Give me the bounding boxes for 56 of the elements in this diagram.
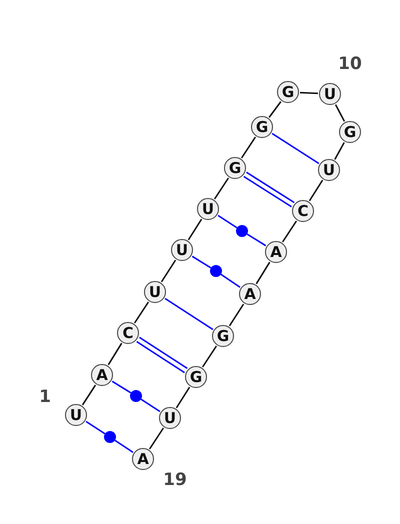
nucleotide-circle: G <box>185 366 207 388</box>
backbone-line <box>160 260 176 282</box>
nucleotide-circle: U <box>318 159 340 181</box>
base-pair-line <box>86 420 106 434</box>
backbone-line <box>214 178 230 200</box>
base-pair-line <box>192 256 212 268</box>
nucleotide-circle: A <box>132 448 154 470</box>
pair-dot <box>236 225 248 237</box>
backbone-line <box>82 384 96 406</box>
position-number: 10 <box>338 54 362 74</box>
position-number: 1 <box>39 387 51 407</box>
backbone-line <box>188 218 202 240</box>
backbone-line <box>134 302 150 324</box>
nucleotide-circle: C <box>117 322 139 344</box>
nucleotide-circle: G <box>277 81 299 103</box>
nucleotide-circle: U <box>319 83 341 105</box>
pair-dot <box>104 431 116 443</box>
nucleotide-circle: U <box>197 198 219 220</box>
base-pair-line <box>246 234 266 246</box>
nucleotide-circle: C <box>292 200 314 222</box>
base-pair-line <box>136 341 185 374</box>
base-pair-line <box>139 336 188 369</box>
base-pair-line <box>218 214 238 228</box>
backbone-line <box>228 304 244 326</box>
base-pair-line <box>272 132 320 164</box>
backbone-line <box>282 220 298 242</box>
base-pair-line <box>220 274 240 288</box>
backbone-line <box>240 136 256 158</box>
nucleotide-circle: U <box>171 239 193 261</box>
backbone-line <box>202 346 218 368</box>
base-pair-line <box>164 298 214 330</box>
nucleotide-circle: G <box>339 121 361 143</box>
nucleotide-circle: G <box>224 157 246 179</box>
backbone-line <box>300 92 318 94</box>
base-pair-line <box>140 398 160 412</box>
pair-dot <box>210 265 222 277</box>
nucleotide-circle: U <box>159 407 181 429</box>
nucleotide-circle: U <box>65 404 87 426</box>
backbone-line <box>334 142 345 160</box>
backbone-line <box>334 104 346 122</box>
position-number: 19 <box>163 470 187 490</box>
backbone-line <box>308 180 324 202</box>
pair-dot <box>130 390 142 402</box>
backbone-line <box>108 342 122 366</box>
base-pair-line <box>112 380 132 394</box>
backbone-line <box>256 262 270 284</box>
backbone-line <box>148 428 164 450</box>
nucleotide-circle: A <box>91 364 113 386</box>
nucleotide-circle: G <box>251 116 273 138</box>
nucleotide-circle: G <box>212 325 234 347</box>
nucleotide-circle: A <box>265 241 287 263</box>
nucleotide-circle: A <box>239 283 261 305</box>
backbone-line <box>176 386 190 408</box>
nucleotide-circle: U <box>144 281 166 303</box>
base-pair-line <box>114 440 134 453</box>
backbone-line <box>268 101 282 118</box>
